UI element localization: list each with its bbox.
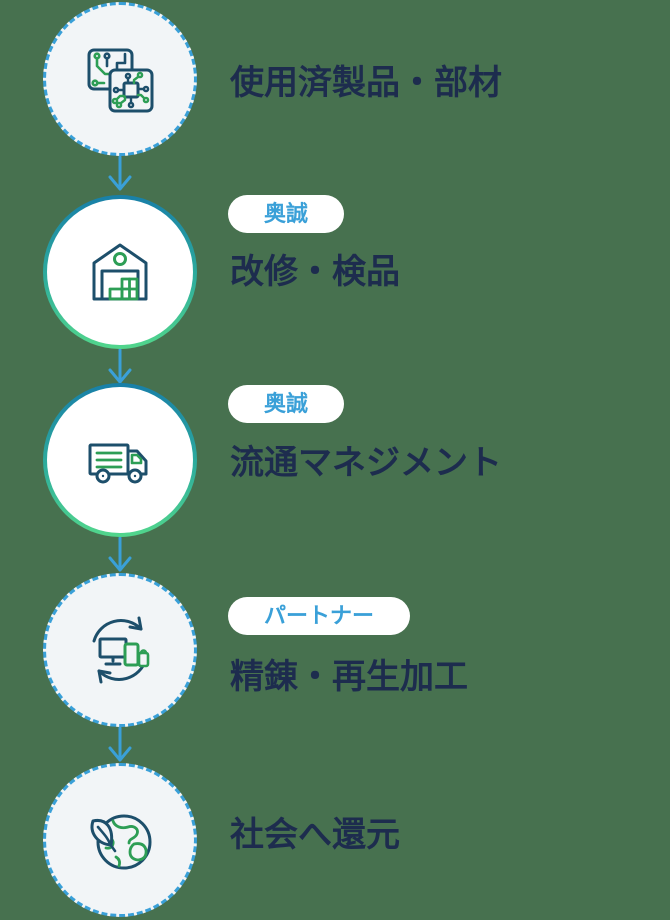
step-circle-refurbish-inspect [43, 195, 197, 349]
arrow-down-icon [108, 536, 132, 575]
step-label-refine-recycle: 精錬・再生加工 [230, 658, 468, 696]
actor-badge-distribution-management: 奥誠 [228, 385, 345, 423]
step-label-refurbish-inspect: 改修・検品 [230, 253, 400, 291]
arrow-down-icon [108, 348, 132, 387]
arrow-down-icon [108, 155, 132, 194]
step-label-used-products: 使用済製品・部材 [230, 64, 502, 102]
circuit-boards-icon [80, 39, 160, 119]
step-circle-inner [47, 387, 193, 533]
actor-badge-refurbish-inspect: 奥誠 [228, 195, 345, 233]
step-circle-inner [47, 199, 193, 345]
arrow-down-icon [108, 726, 132, 765]
step-circle-refine-recycle [43, 573, 197, 727]
recycle-devices-icon [80, 610, 160, 690]
globe-leaf-icon [80, 800, 160, 880]
step-label-return-to-society: 社会へ還元 [230, 816, 400, 854]
warehouse-icon [80, 232, 160, 312]
step-circle-inner [46, 5, 194, 153]
step-circle-inner [46, 766, 194, 914]
actor-badge-refine-recycle: パートナー [228, 597, 411, 635]
truck-icon [80, 420, 160, 500]
step-label-distribution-management: 流通マネジメント [230, 444, 502, 482]
step-circle-distribution-management [43, 383, 197, 537]
step-circle-return-to-society [43, 763, 197, 917]
step-circle-inner [46, 576, 194, 724]
step-circle-used-products [43, 2, 197, 156]
